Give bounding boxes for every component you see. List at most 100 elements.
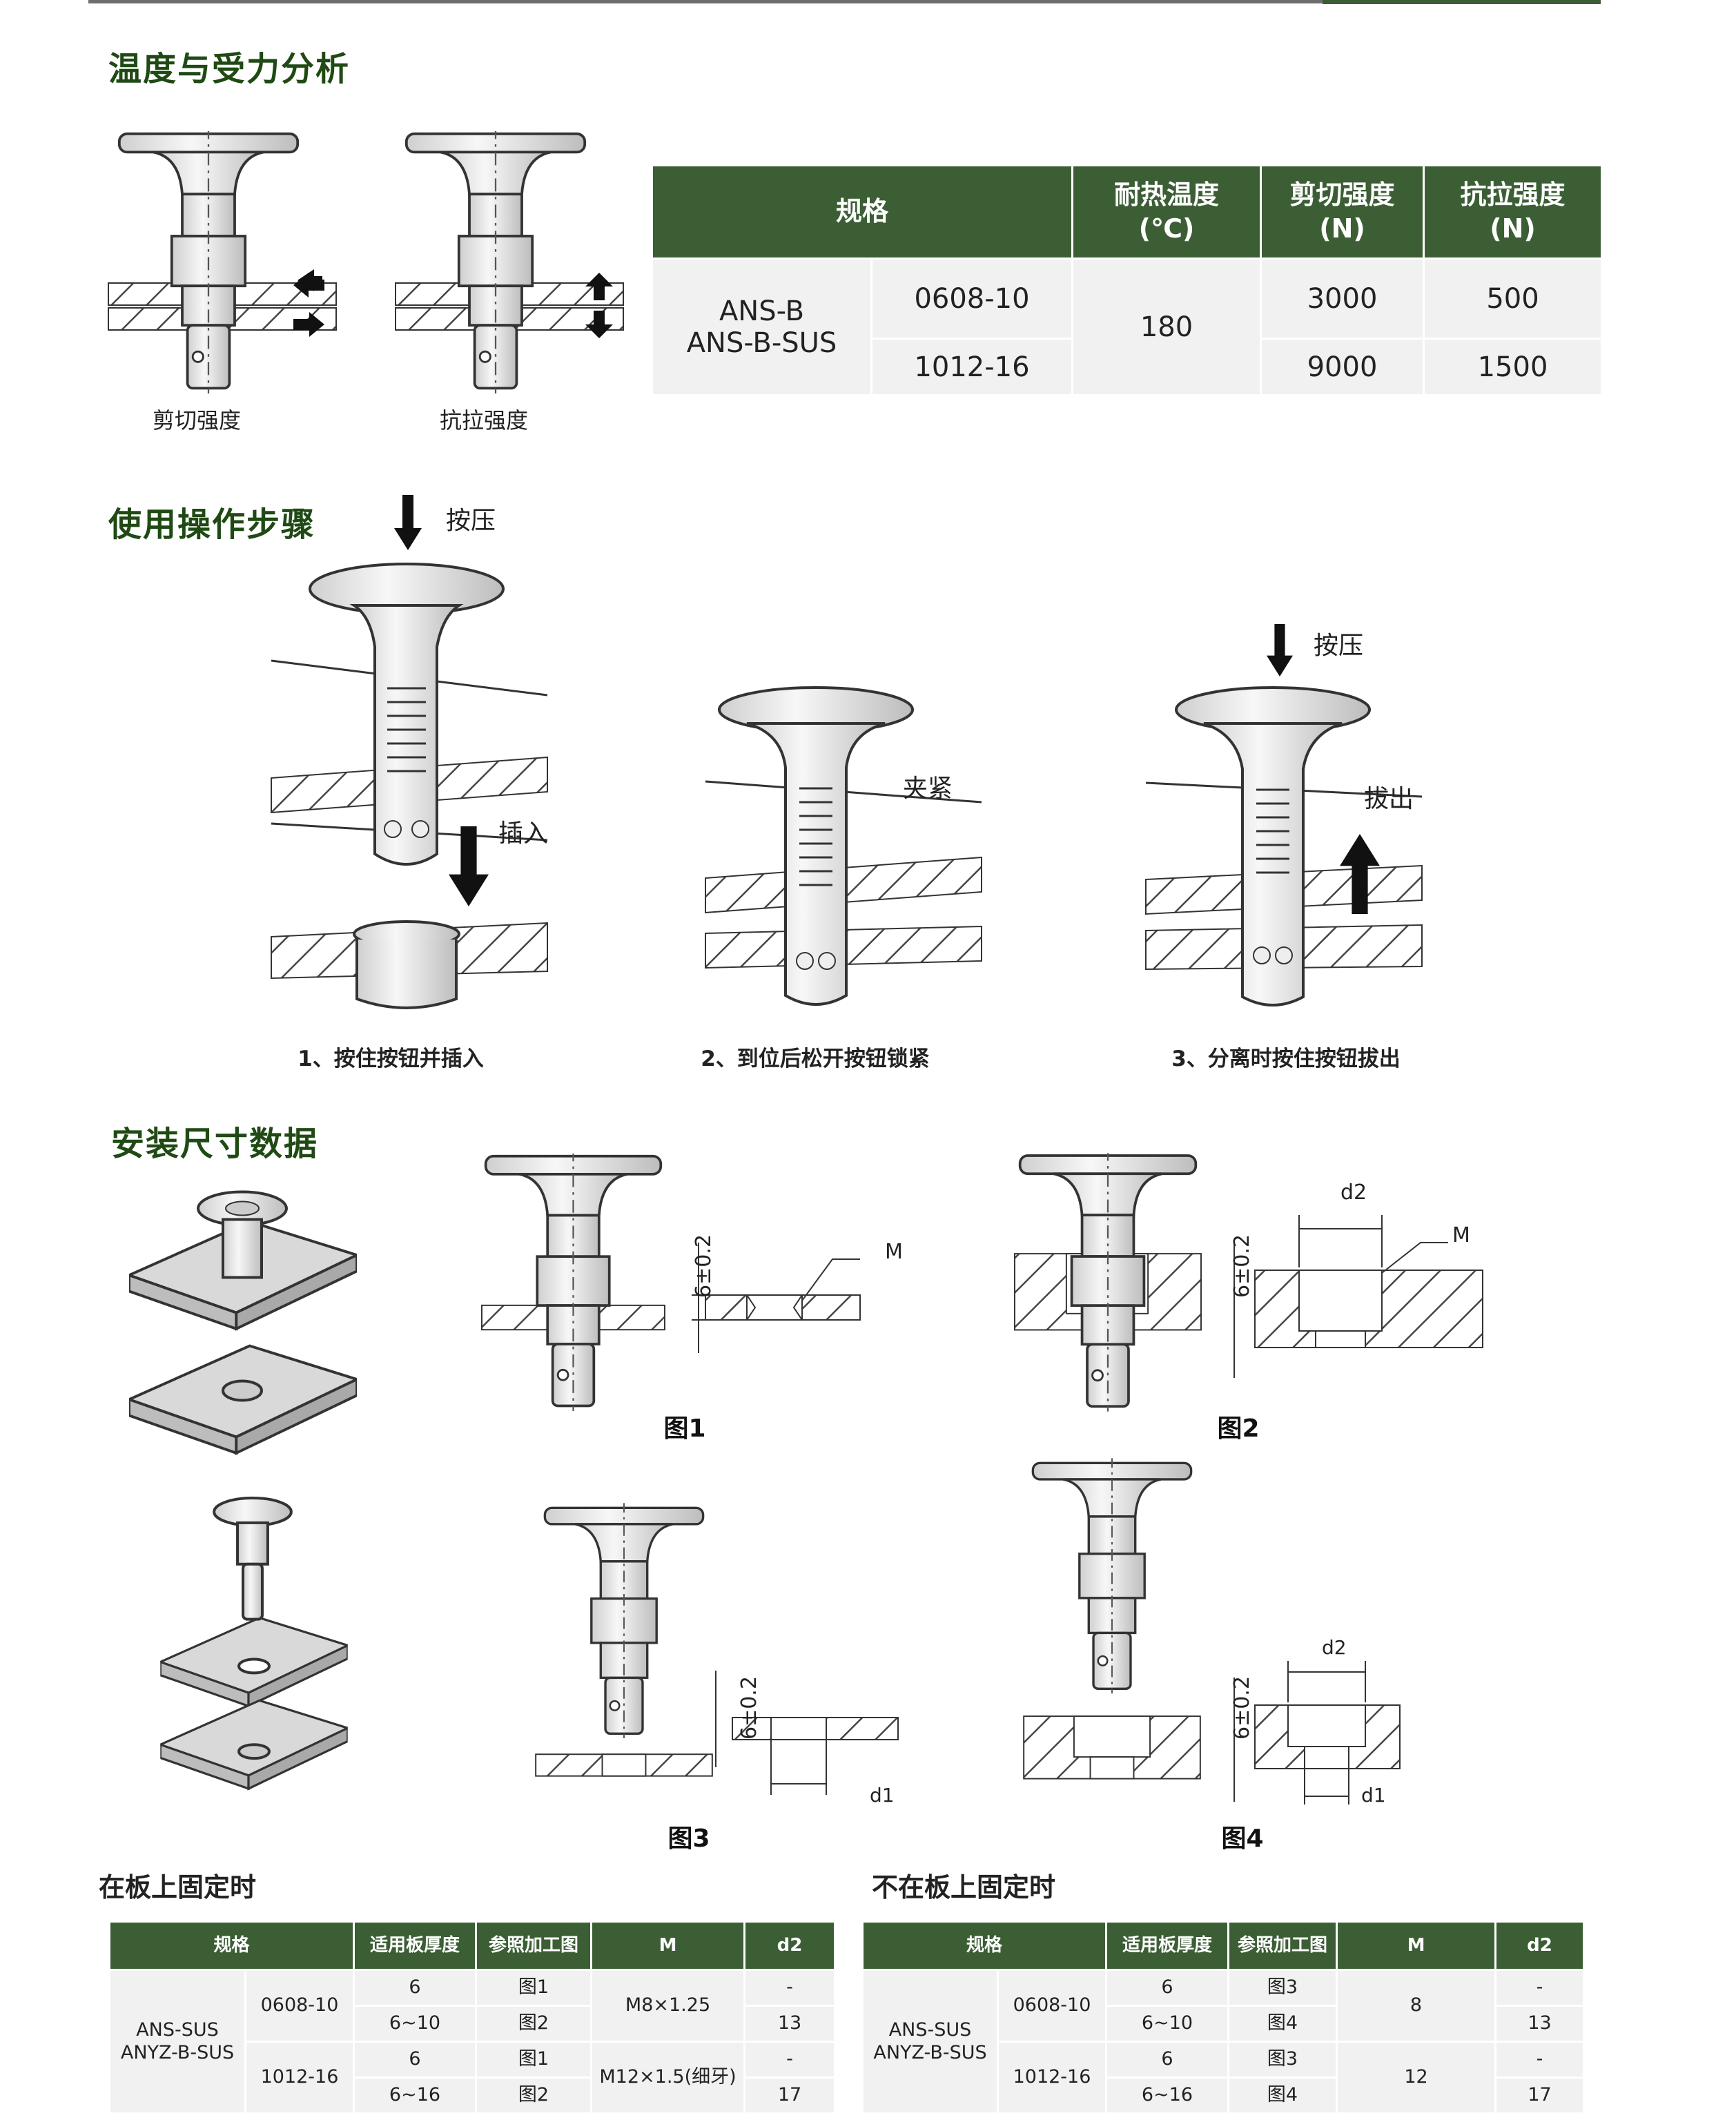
size-cell: 0608-10 (996, 1969, 1108, 2043)
header-spec: 规格 (861, 1920, 1108, 1971)
fig4-pin-drawing (1023, 1458, 1201, 1780)
d2-cell: - (1494, 1969, 1586, 2007)
header-tensile: 抗拉强度(N) (1423, 164, 1603, 260)
header-d2: d2 (743, 1920, 837, 1971)
shear-diagram (108, 131, 337, 393)
table-row: 6~16 图4 17 (863, 2077, 1586, 2114)
ref-fig-cell: 图2 (475, 2077, 593, 2114)
size-cell: 1012-16 (870, 338, 1074, 396)
thickness-cell: 6~16 (353, 2077, 478, 2114)
fig2-dim-label: 6±0.2 (1230, 1234, 1254, 1298)
d2-cell: 17 (743, 2077, 837, 2114)
header-shear: 剪切强度(N) (1260, 164, 1425, 260)
m-cell: M8×1.25 (590, 1969, 746, 2043)
ref-fig-cell: 图3 (1227, 1969, 1338, 2007)
section-title-temp-force: 温度与受力分析 (108, 50, 351, 88)
m-cell: M12×1.5(细牙) (590, 2041, 746, 2114)
table-row: 6~10 图2 13 (110, 2005, 837, 2043)
on-plate-title: 在板上固定时 (99, 1872, 257, 1903)
heat-cell: 180 (1071, 257, 1262, 396)
header-m: M (1336, 1920, 1497, 1971)
table-row: 1012-16 6 图3 12 - (863, 2041, 1586, 2114)
thickness-cell: 6 (1105, 1969, 1230, 2007)
size-cell: 1012-16 (996, 2041, 1108, 2114)
m-cell: 8 (1336, 1969, 1497, 2043)
d2-cell: 13 (743, 2005, 837, 2043)
press-annotation-2: 按压 (1314, 632, 1364, 660)
ref-fig-cell: 图2 (475, 2005, 593, 2043)
fig3-pin-drawing (535, 1503, 713, 1777)
insert-annotation: 插入 (498, 819, 549, 848)
fig1-caption: 图1 (663, 1414, 706, 1443)
shear-cell: 9000 (1260, 338, 1425, 396)
d2-cell: - (1494, 2041, 1586, 2079)
ref-fig-cell: 图4 (1227, 2005, 1338, 2043)
ref-fig-cell: 图1 (475, 2041, 593, 2079)
step2-diagram (705, 686, 982, 1006)
d2-cell: - (743, 1969, 837, 2007)
tensile-diagram (395, 131, 624, 393)
step3-caption: 3、分离时按住按钮拔出 (1171, 1047, 1401, 1071)
header-spec: 规格 (650, 164, 1074, 260)
fig2-m-label: M (1452, 1223, 1470, 1247)
header-d2: d2 (1494, 1920, 1586, 1971)
on-plate-3d-illustration (129, 1190, 357, 1455)
size-cell: 1012-16 (244, 2041, 355, 2114)
fig1-dim-label: 6±0.2 (692, 1234, 716, 1298)
fig4-dim-label: 6±0.2 (1230, 1676, 1254, 1740)
fig1-m-label: M (885, 1240, 903, 1264)
header-spec: 规格 (108, 1920, 355, 1971)
tensile-cell: 1500 (1423, 338, 1603, 396)
off-plate-title: 不在板上固定时 (872, 1872, 1056, 1903)
fig1-pin-drawing (481, 1154, 665, 1411)
ref-fig-cell: 图1 (475, 1969, 593, 2007)
pull-annotation: 拔出 (1364, 785, 1414, 813)
header-m: M (590, 1920, 746, 1971)
step1-diagram (271, 495, 548, 1009)
top-rule (88, 0, 1323, 3)
header-ref-fig: 参照加工图 (475, 1920, 593, 1971)
ref-fig-cell: 图4 (1227, 2077, 1338, 2114)
fig4-hole-section (1233, 1661, 1401, 1805)
d2-cell: 13 (1494, 2005, 1586, 2043)
fig4-d2-label: d2 (1322, 1636, 1347, 1659)
thickness-cell: 6~10 (1105, 2005, 1230, 2043)
thickness-cell: 6 (353, 2041, 478, 2079)
header-thickness: 适用板厚度 (1105, 1920, 1230, 1971)
shear-arrows-icon (293, 273, 324, 337)
table-row: 1012-16 6 图1 M12×1.5(细牙) - (110, 2041, 837, 2114)
step2-caption: 2、到位后松开按钮锁紧 (701, 1047, 930, 1071)
clamp-annotation: 夹紧 (903, 775, 953, 803)
fig3-caption: 图3 (667, 1825, 710, 1853)
thickness-cell: 6 (353, 1969, 478, 2007)
fig2-hole-section (1233, 1215, 1483, 1378)
ref-fig-cell: 图3 (1227, 2041, 1338, 2079)
shear-label: 剪切强度 (152, 407, 242, 434)
fig4-caption: 图4 (1221, 1825, 1264, 1853)
tensile-cell: 500 (1423, 257, 1603, 340)
top-rule-accent (1323, 0, 1601, 4)
thickness-cell: 6~16 (1105, 2077, 1230, 2114)
fig1-hole-section (692, 1243, 861, 1353)
table-row: 6~16 图2 17 (110, 2077, 837, 2114)
tensile-arrows-icon (585, 273, 613, 338)
fig3-dim-label: 6±0.2 (737, 1676, 761, 1740)
fig2-caption: 图2 (1217, 1414, 1260, 1443)
m-cell: 12 (1336, 2041, 1497, 2114)
step1-caption: 1、按住按钮并插入 (298, 1047, 484, 1071)
table-row: 6~10 图4 13 (863, 2005, 1586, 2043)
shear-cell: 3000 (1260, 257, 1425, 340)
section-title-install: 安装尺寸数据 (111, 1125, 319, 1163)
header-heat: 耐热温度(℃) (1071, 164, 1262, 260)
header-thickness: 适用板厚度 (353, 1920, 478, 1971)
fig4-d1-label: d1 (1361, 1784, 1386, 1807)
size-cell: 0608-10 (244, 1969, 355, 2043)
